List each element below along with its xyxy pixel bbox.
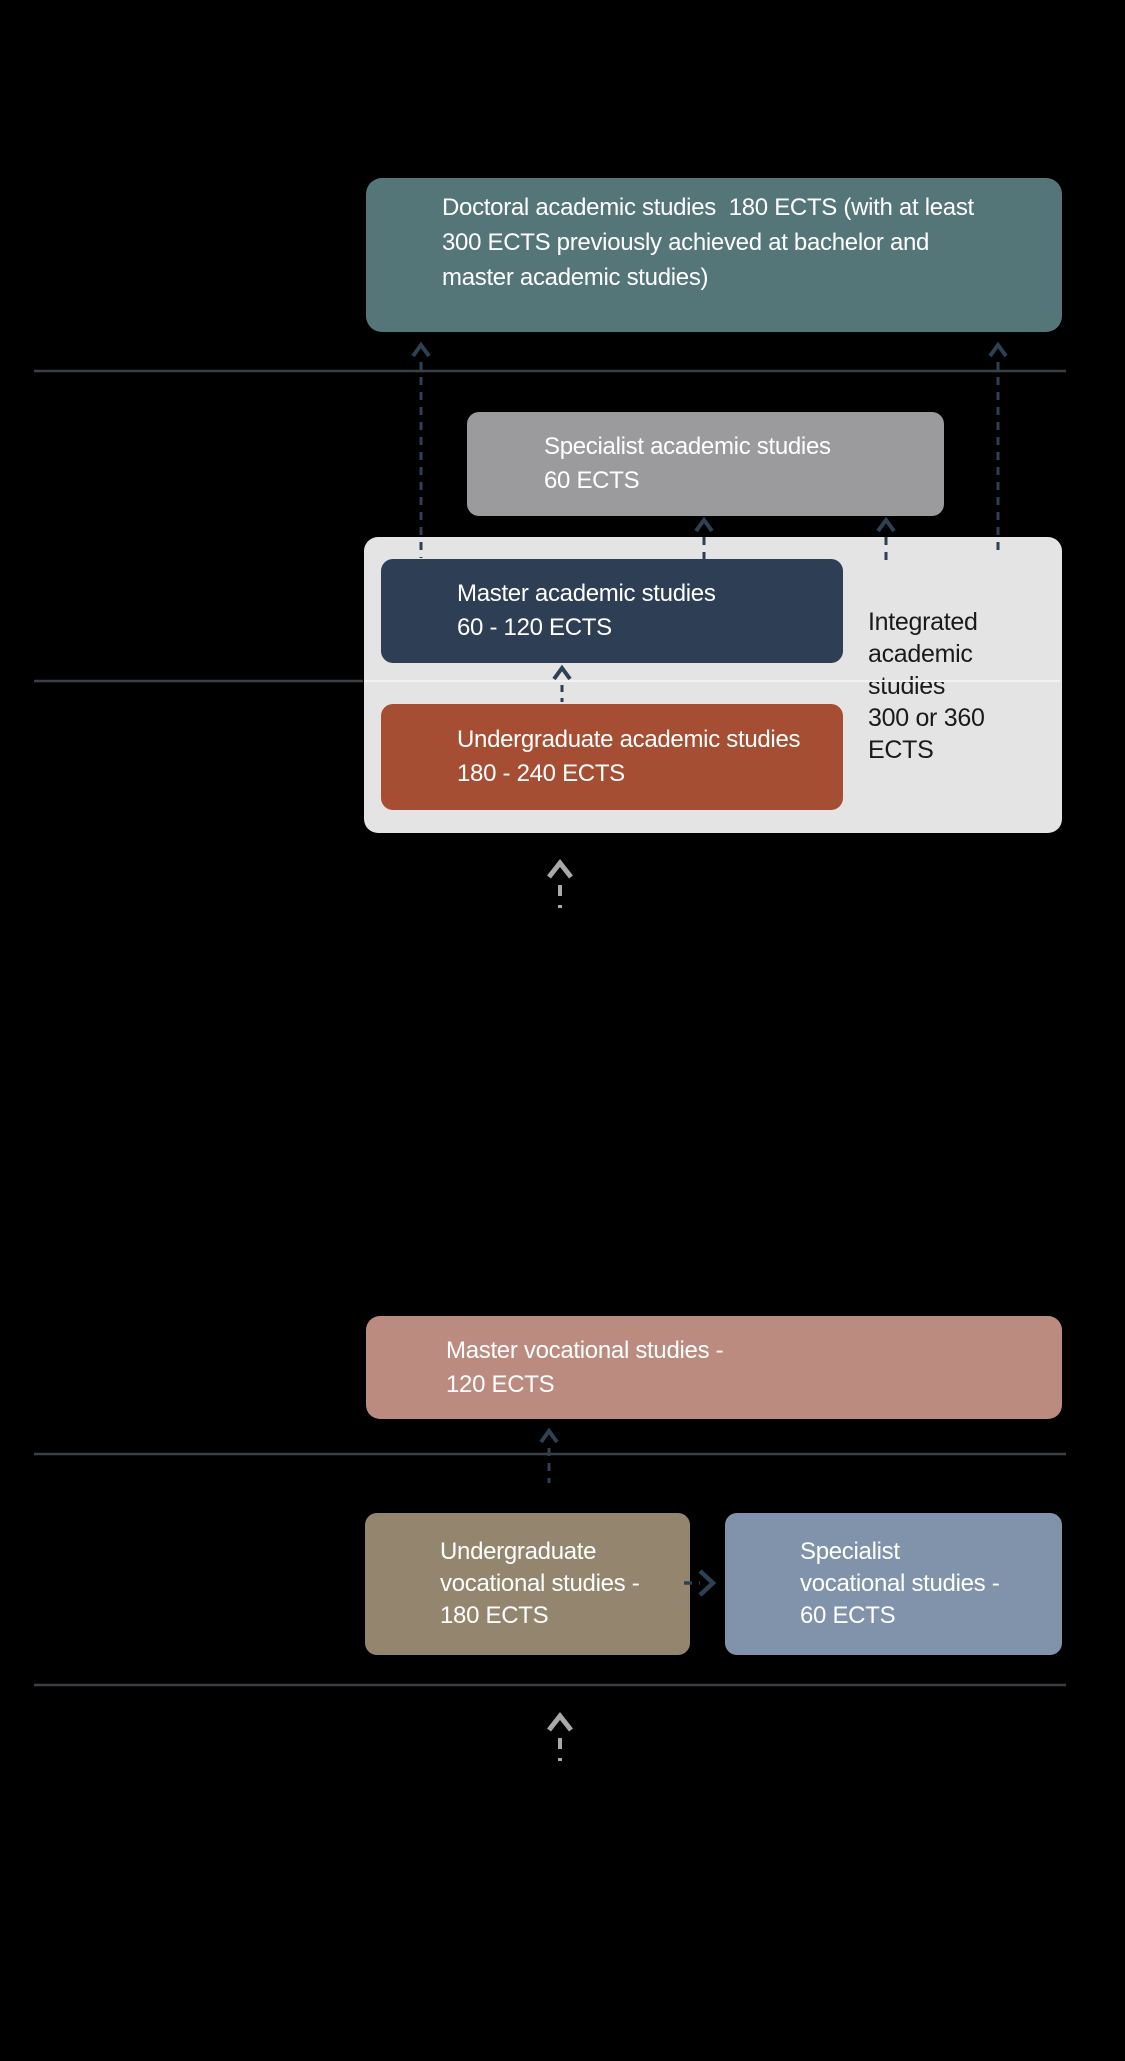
node-label-line: 60 ECTS [800, 1602, 896, 1629]
arrow-up-icon [694, 516, 714, 533]
node-label-line: Master academic studies [457, 580, 716, 607]
undergraduate-academic-studies-node: Undergraduate academic studies 180 - 240… [381, 704, 843, 810]
node-label-line: Specialist [800, 1538, 900, 1565]
doctoral-academic-studies-node: Doctoral academic studies 180 ECTS (with… [366, 178, 1062, 332]
node-label-line: vocational studies - [440, 1570, 640, 1597]
undergraduate-vocational-studies-node: Undergraduate vocational studies - 180 E… [365, 1513, 690, 1655]
node-label-line: Doctoral academic studies 180 ECTS (with… [442, 194, 974, 221]
node-label-line: master academic studies) [442, 264, 709, 291]
node-label-line: academic [868, 640, 973, 668]
node-label-line: Specialist academic studies [544, 433, 831, 460]
master-vocational-studies-node: Master vocational studies - 120 ECTS [366, 1316, 1062, 1419]
node-label-line: 60 ECTS [544, 467, 640, 494]
master-academic-studies-node: Master academic studies 60 - 120 ECTS [381, 559, 843, 663]
arrow-up-icon [539, 1427, 559, 1444]
node-label-line: 60 - 120 ECTS [457, 614, 612, 641]
arrow-up-icon [547, 1711, 573, 1732]
arrow-right-icon [698, 1569, 717, 1597]
arrow-up-icon [988, 341, 1008, 358]
node-label-line: Master vocational studies - [446, 1336, 724, 1364]
arrow-up-icon [547, 858, 573, 879]
node-label-line: 300 ECTS previously achieved at bachelor… [442, 229, 930, 256]
node-label-line: ECTS [868, 736, 934, 764]
node-label-line: Undergraduate academic studies [457, 726, 801, 753]
node-label-line: studies [868, 672, 946, 700]
node-label-line: vocational studies - [800, 1570, 1000, 1597]
node-label-line: 180 ECTS [440, 1602, 549, 1629]
node-label-line: 120 ECTS [446, 1370, 555, 1398]
arrow-up-icon [411, 341, 431, 358]
integrated-academic-studies-label: Integrated academic studies 300 or 360 E… [868, 606, 1058, 776]
node-label-line: 300 or 360 [868, 704, 985, 732]
arrow-up-icon [876, 516, 896, 533]
specialist-academic-studies-node: Specialist academic studies 60 ECTS [467, 412, 944, 516]
specialist-vocational-studies-node: Specialist vocational studies - 60 ECTS [725, 1513, 1062, 1655]
node-label-line: Integrated [868, 608, 978, 636]
node-label-line: 180 - 240 ECTS [457, 760, 625, 787]
node-label-line: Undergraduate [440, 1538, 597, 1565]
